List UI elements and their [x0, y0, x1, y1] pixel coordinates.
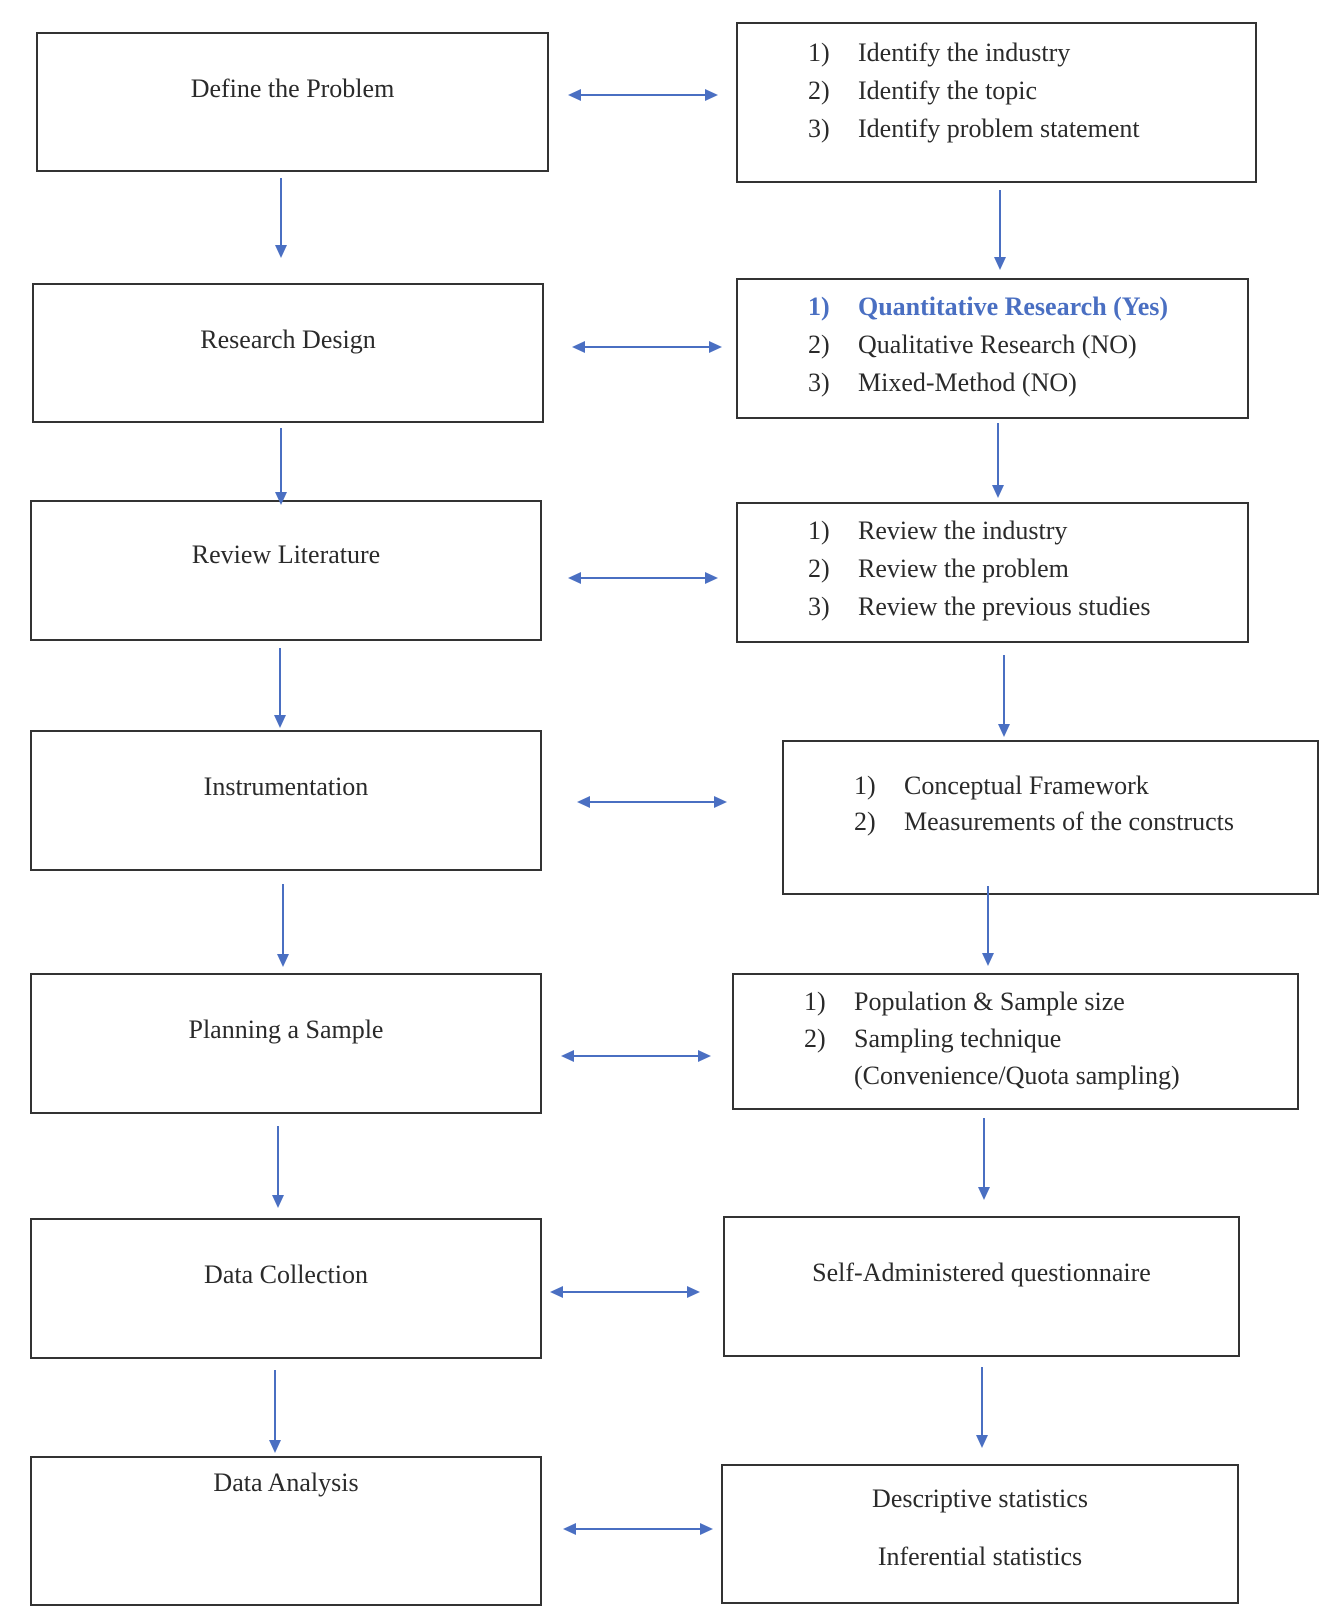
detail-design-list: 1)Quantitative Research (Yes) 2)Qualitat…	[808, 288, 1168, 402]
arrow-down-left-4-head	[277, 954, 289, 967]
arrow-bidirectional-3-head-right	[705, 572, 718, 584]
list-item: 3)Mixed-Method (NO)	[808, 368, 1077, 397]
arrow-down-left-5-head	[272, 1195, 284, 1208]
list-item: (Convenience/Quota sampling)	[854, 1061, 1180, 1090]
arrow-down-right-4-head	[982, 953, 994, 966]
list-item: 3)Identify problem statement	[808, 114, 1140, 143]
step-planning-sample-box: Planning a Sample	[30, 973, 542, 1114]
step-research-design-box: Research Design	[32, 283, 544, 423]
arrow-bidirectional-4-head-right	[714, 796, 727, 808]
arrow-bidirectional-6-head-right	[687, 1286, 700, 1298]
detail-analysis-line-2: Inferential statistics	[877, 1542, 1083, 1571]
arrow-down-left-6-head	[269, 1440, 281, 1453]
arrow-bidirectional-2-head-left	[572, 341, 585, 353]
detail-instrumentation-list: 1)Conceptual Framework 2)Measurements of…	[854, 768, 1234, 840]
arrow-bidirectional-1-head-right	[705, 89, 718, 101]
arrow-bidirectional-3-head-left	[568, 572, 581, 584]
arrow-bidirectional-2-head-right	[709, 341, 722, 353]
list-item: 1)Identify the industry	[808, 38, 1071, 67]
list-item: 3)Review the previous studies	[808, 592, 1151, 621]
step-define-problem-box: Define the Problem	[36, 32, 549, 172]
arrow-down-left-3-head	[274, 715, 286, 728]
step-planning-sample-label: Planning a Sample	[188, 1015, 384, 1044]
arrow-bidirectional-5-head-right	[698, 1050, 711, 1062]
list-item: 1)Review the industry	[808, 516, 1068, 545]
step-research-design-label: Research Design	[200, 325, 376, 354]
list-item: 2)Measurements of the constructs	[854, 807, 1234, 836]
step-data-collection-box: Data Collection	[30, 1218, 542, 1359]
arrow-bidirectional-7-head-left	[563, 1523, 576, 1535]
arrow-bidirectional-5-head-left	[561, 1050, 574, 1062]
arrow-down-left-1-head	[275, 245, 287, 258]
list-item-highlighted: 1)Quantitative Research (Yes)	[808, 292, 1169, 321]
detail-define-list: 1)Identify the industry 2)Identify the t…	[808, 34, 1140, 148]
arrow-bidirectional-4-head-left	[577, 796, 590, 808]
step-data-analysis-label: Data Analysis	[213, 1468, 359, 1497]
list-item: 2)Sampling technique	[804, 1024, 1062, 1053]
arrow-down-right-1-head	[994, 257, 1006, 270]
arrow-bidirectional-1-head-left	[568, 89, 581, 101]
arrow-down-right-5-head	[978, 1187, 990, 1200]
detail-sample-box: 1)Population & Sample size 2)Sampling te…	[732, 973, 1299, 1110]
step-review-literature-label: Review Literature	[191, 540, 381, 569]
list-item: 2)Identify the topic	[808, 76, 1038, 105]
detail-define-box: 1)Identify the industry 2)Identify the t…	[736, 22, 1257, 183]
step-define-problem-label: Define the Problem	[190, 74, 395, 103]
step-data-collection-label: Data Collection	[204, 1260, 368, 1289]
arrow-down-right-3-head	[998, 724, 1010, 737]
arrow-bidirectional-6-head-left	[550, 1286, 563, 1298]
detail-analysis-line-1: Descriptive statistics	[872, 1484, 1088, 1513]
detail-collection-box: Self-Administered questionnaire	[723, 1216, 1240, 1357]
detail-sample-list: 1)Population & Sample size 2)Sampling te…	[804, 983, 1180, 1094]
detail-literature-list: 1)Review the industry 2)Review the probl…	[808, 512, 1150, 626]
arrow-down-right-2-head	[992, 485, 1004, 498]
step-data-analysis-box: Data Analysis	[30, 1456, 542, 1606]
list-item: 2)Review the problem	[808, 554, 1069, 583]
detail-collection-text: Self-Administered questionnaire	[812, 1258, 1151, 1287]
step-review-literature-box: Review Literature	[30, 500, 542, 641]
step-instrumentation-box: Instrumentation	[30, 730, 542, 871]
detail-design-box: 1)Quantitative Research (Yes) 2)Qualitat…	[736, 278, 1249, 419]
step-instrumentation-label: Instrumentation	[203, 772, 369, 801]
detail-instrumentation-box: 1)Conceptual Framework 2)Measurements of…	[782, 740, 1319, 895]
list-item: 1)Population & Sample size	[804, 987, 1125, 1016]
arrow-down-left-2-head	[275, 492, 287, 505]
list-item: 1)Conceptual Framework	[854, 771, 1149, 800]
list-item: 2)Qualitative Research (NO)	[808, 330, 1137, 359]
detail-literature-box: 1)Review the industry 2)Review the probl…	[736, 502, 1249, 643]
arrow-down-right-6-head	[976, 1435, 988, 1448]
arrow-bidirectional-7-head-right	[700, 1523, 713, 1535]
